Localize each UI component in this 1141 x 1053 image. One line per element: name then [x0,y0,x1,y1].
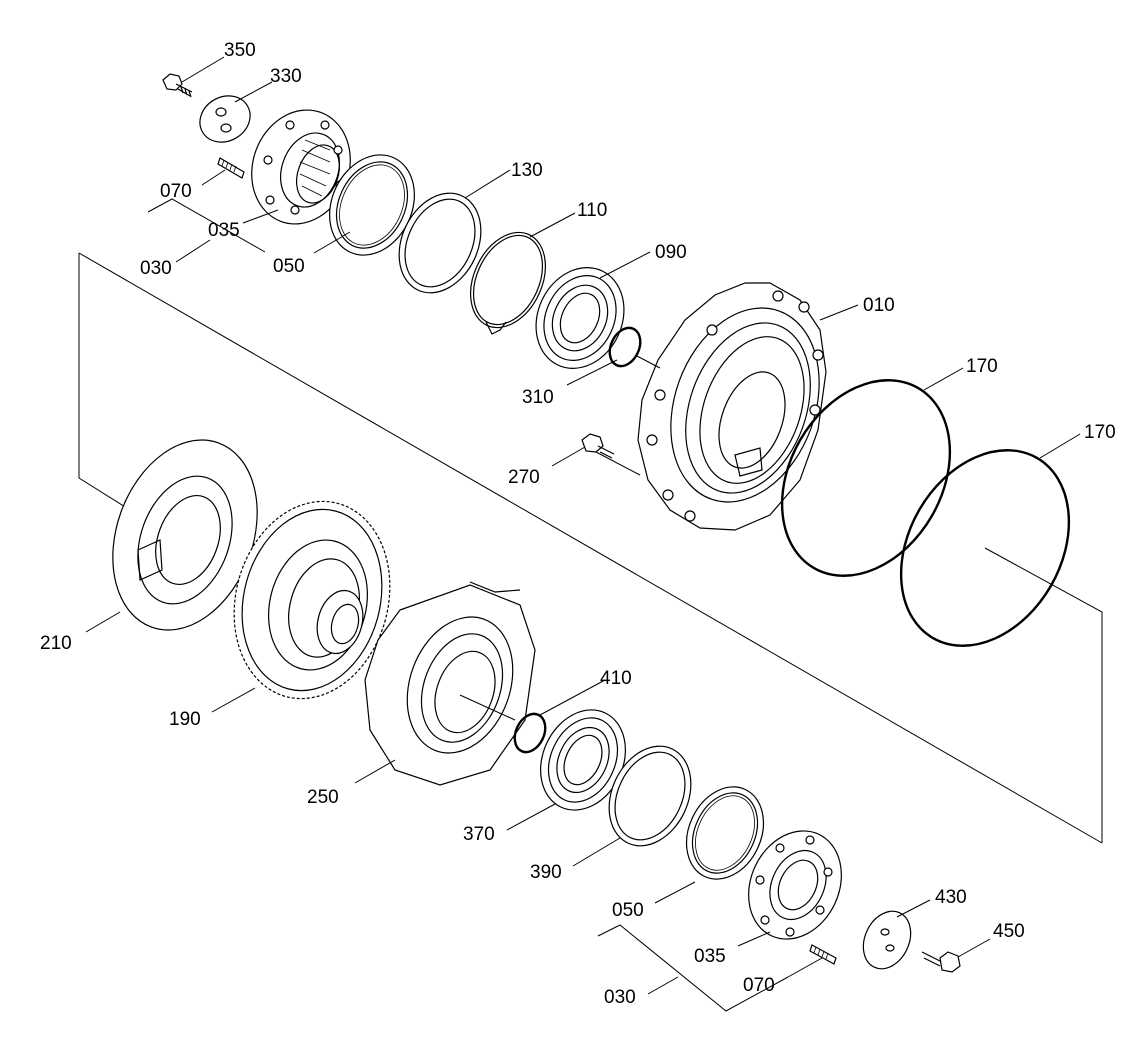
label-270: 270 [508,467,540,488]
label-190: 190 [169,709,201,730]
part-210-carrier-plate[interactable] [88,420,283,651]
label-210: 210 [40,633,72,654]
part-250-cover[interactable] [364,581,536,786]
part-350-bolt[interactable] [162,73,193,98]
part-130-ring[interactable] [384,180,497,306]
leader-lines [85,56,1081,1012]
label-070-bottom: 070 [743,975,775,996]
label-050-bottom: 050 [612,900,644,921]
part-170-o-ring-a[interactable] [748,350,984,606]
label-170-a: 170 [966,356,998,377]
part-330-washer[interactable] [191,87,258,151]
label-030-top: 030 [140,258,172,279]
part-410-o-ring[interactable] [509,709,551,757]
label-030-bottom: 030 [604,987,636,1008]
label-390: 390 [530,862,562,883]
part-090-bearing[interactable] [520,253,640,383]
part-170-o-ring-b[interactable] [867,420,1103,676]
part-110-circlip[interactable] [456,220,560,339]
label-130: 130 [511,160,543,181]
part-035-flange-bottom[interactable] [731,816,858,955]
part-370-bearing[interactable] [525,696,641,824]
label-035-bottom: 035 [694,946,726,967]
part-010-housing[interactable] [637,282,845,531]
label-450: 450 [993,921,1025,942]
label-170-b: 170 [1084,422,1116,443]
label-250: 250 [307,787,339,808]
assembly-frame-lines [78,252,1103,844]
label-370: 370 [463,824,495,845]
part-labels: 350 330 070 035 030 050 130 110 090 010 … [40,40,1116,1008]
label-010: 010 [863,295,895,316]
part-190-gear[interactable] [213,484,412,717]
part-070-stud-top[interactable] [217,157,245,179]
part-450-bolt[interactable] [921,951,961,973]
part-390-ring[interactable] [594,733,707,859]
label-090: 090 [655,242,687,263]
label-110: 110 [577,200,607,221]
part-050-seal-bottom[interactable] [672,774,778,891]
label-430: 430 [935,887,967,908]
part-310-o-ring[interactable] [604,323,646,371]
label-410: 410 [600,668,632,689]
label-330: 330 [270,66,302,87]
label-070-top: 070 [160,181,192,202]
label-310: 310 [522,387,554,408]
part-430-washer[interactable] [854,904,919,977]
label-035-top: 035 [208,220,240,241]
part-270-bolt[interactable] [581,433,615,459]
part-070-stud-bottom[interactable] [809,944,837,965]
label-050-top: 050 [273,256,305,277]
label-350: 350 [224,40,256,61]
